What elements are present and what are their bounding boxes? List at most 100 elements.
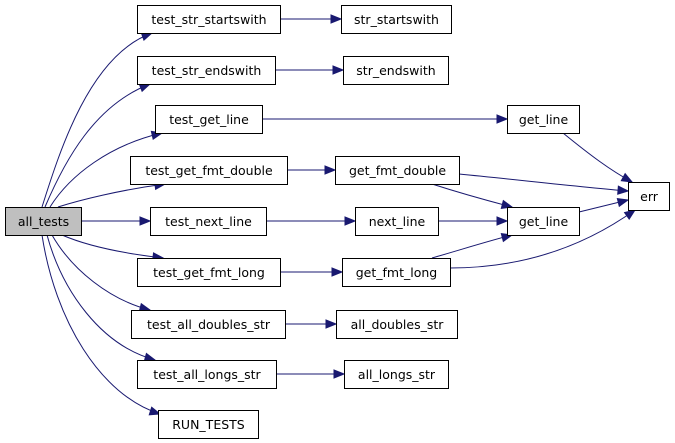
node-str-startswith[interactable]: str_startswith bbox=[341, 5, 452, 34]
arrowhead bbox=[333, 369, 346, 379]
node-all-longs-str[interactable]: all_longs_str bbox=[344, 360, 449, 389]
edge-line bbox=[61, 234, 164, 259]
node-label: get_line bbox=[519, 112, 569, 127]
node-box bbox=[158, 410, 259, 439]
node-test-get-fmt-double[interactable]: test_get_fmt_double bbox=[130, 156, 288, 185]
node-label: all_tests bbox=[18, 214, 69, 229]
edge-all_tests-to-test_get_fmt_long bbox=[61, 234, 165, 262]
node-box bbox=[155, 105, 263, 134]
node-test-next-line[interactable]: test_next_line bbox=[150, 207, 267, 236]
edge-test_str_startswith-to-str_startswith bbox=[280, 14, 343, 24]
node-get-fmt-long[interactable]: get_fmt_long bbox=[342, 258, 451, 287]
edge-test_all_longs_str-to-all_longs_str bbox=[276, 369, 346, 379]
node-get-fmt-double[interactable]: get_fmt_double bbox=[335, 156, 460, 185]
arrowhead bbox=[620, 172, 634, 183]
edge-next_line-to-get_line_mid bbox=[438, 216, 509, 226]
node-str-endswith[interactable]: str_endswith bbox=[343, 56, 449, 85]
node-label: err bbox=[640, 189, 659, 204]
edge-line bbox=[49, 132, 163, 208]
edge-line bbox=[51, 234, 151, 311]
node-err[interactable]: err bbox=[628, 182, 670, 211]
edge-test_get_line-to-get_line_top bbox=[262, 114, 509, 124]
node-all-tests[interactable]: all_tests bbox=[5, 207, 82, 236]
node-RUN-TESTS[interactable]: RUN_TESTS bbox=[158, 410, 259, 439]
node-test-all-longs-str[interactable]: test_all_longs_str bbox=[137, 360, 277, 389]
node-box bbox=[507, 207, 580, 236]
edge-test_get_fmt_long-to-get_fmt_long bbox=[280, 267, 344, 277]
node-label: test_get_line bbox=[169, 112, 249, 127]
edge-test_str_endswith-to-str_endswith bbox=[275, 65, 345, 75]
edge-line bbox=[41, 32, 153, 208]
arrowhead bbox=[623, 209, 637, 220]
node-label: str_startswith bbox=[354, 12, 439, 27]
node-get-line-top[interactable]: get_line bbox=[507, 105, 580, 134]
node-box bbox=[344, 360, 449, 389]
node-box bbox=[335, 156, 460, 185]
node-box bbox=[131, 310, 286, 339]
edge-all_tests-to-test_all_longs_str bbox=[46, 234, 157, 362]
arrowhead bbox=[330, 14, 343, 24]
node-label: test_get_fmt_double bbox=[145, 163, 273, 178]
node-box bbox=[137, 56, 276, 85]
node-box bbox=[150, 207, 267, 236]
node-box bbox=[355, 207, 439, 236]
node-label: test_get_fmt_long bbox=[153, 265, 265, 280]
node-box bbox=[130, 156, 288, 185]
node-all-doubles-str[interactable]: all_doubles_str bbox=[336, 310, 458, 339]
edges bbox=[41, 14, 637, 416]
edge-get_line_top-to-err bbox=[562, 132, 634, 183]
node-label: get_fmt_long bbox=[356, 265, 437, 280]
edge-test_get_fmt_double-to-get_fmt_double bbox=[287, 165, 337, 175]
node-test-str-endswith[interactable]: test_str_endswith bbox=[137, 56, 276, 85]
node-get-line-mid[interactable]: get_line bbox=[507, 207, 580, 236]
node-box bbox=[343, 56, 449, 85]
edge-all_tests-to-RUN_TESTS bbox=[41, 234, 162, 416]
node-label: all_longs_str bbox=[358, 367, 436, 382]
nodes: all_tests test_str_startswith str_startswi… bbox=[5, 5, 670, 439]
node-next-line[interactable]: next_line bbox=[355, 207, 439, 236]
edge-line bbox=[57, 183, 166, 208]
edge-line bbox=[458, 173, 629, 192]
edge-get_line_mid-to-err bbox=[578, 197, 630, 213]
edge-all_tests-to-test_next_line bbox=[81, 216, 152, 226]
node-label: get_line bbox=[519, 214, 569, 229]
arrowhead bbox=[324, 165, 337, 175]
node-label: test_all_doubles_str bbox=[147, 317, 271, 332]
node-label: all_doubles_str bbox=[351, 317, 445, 332]
node-test-get-fmt-long[interactable]: test_get_fmt_long bbox=[137, 258, 281, 287]
node-label: RUN_TESTS bbox=[172, 417, 245, 432]
node-box bbox=[5, 207, 82, 236]
node-label: test_str_endswith bbox=[152, 63, 262, 78]
edge-all_tests-to-test_get_fmt_double bbox=[57, 180, 167, 208]
arrowhead bbox=[331, 267, 344, 277]
node-box bbox=[137, 258, 281, 287]
node-label: test_next_line bbox=[165, 214, 252, 229]
edge-all_tests-to-test_all_doubles_str bbox=[51, 234, 152, 313]
node-box bbox=[137, 5, 281, 34]
arrowhead bbox=[325, 319, 338, 329]
node-box bbox=[342, 258, 451, 287]
node-box bbox=[341, 5, 452, 34]
node-label: get_fmt_double bbox=[349, 163, 446, 178]
arrowhead bbox=[344, 216, 357, 226]
node-box bbox=[507, 105, 580, 134]
node-label: test_all_longs_str bbox=[153, 367, 261, 382]
node-label: str_endswith bbox=[356, 63, 435, 78]
arrowhead bbox=[496, 114, 509, 124]
arrowhead bbox=[616, 197, 630, 208]
edge-get_fmt_double-to-get_line_mid bbox=[431, 183, 514, 209]
edge-get_fmt_long-to-err bbox=[449, 209, 637, 269]
node-test-str-startswith[interactable]: test_str_startswith bbox=[137, 5, 281, 34]
arrowhead bbox=[617, 185, 630, 195]
edge-all_tests-to-test_str_endswith bbox=[44, 83, 152, 208]
arrowhead bbox=[500, 199, 514, 209]
node-test-all-doubles-str[interactable]: test_all_doubles_str bbox=[131, 310, 286, 339]
edge-line bbox=[431, 183, 513, 208]
arrowhead bbox=[496, 216, 509, 226]
arrowhead bbox=[332, 65, 345, 75]
node-test-get-line[interactable]: test_get_line bbox=[155, 105, 263, 134]
node-box bbox=[336, 310, 458, 339]
edge-line bbox=[41, 234, 161, 415]
edge-line bbox=[431, 234, 513, 259]
